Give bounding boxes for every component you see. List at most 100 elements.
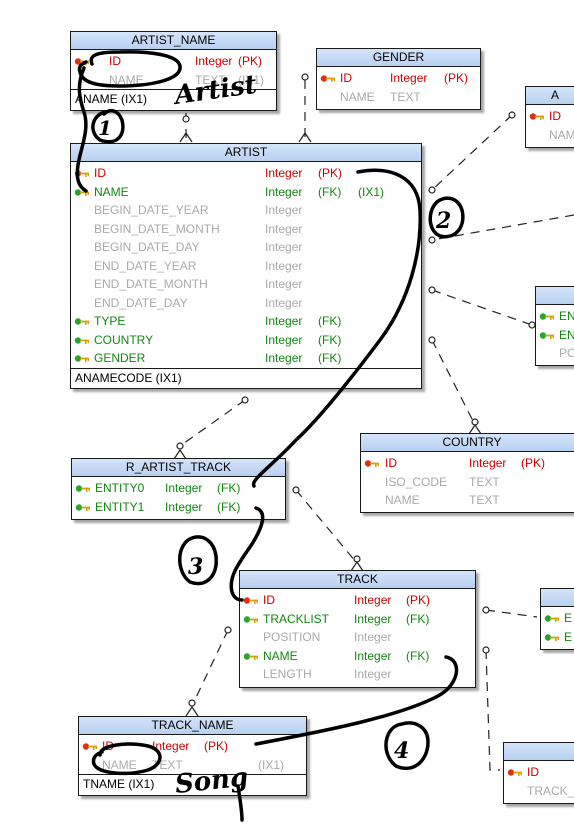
column-name: BEGIN_DATE_MONTH	[94, 221, 220, 236]
column-type: Integer	[165, 499, 203, 514]
column-key: (PK)	[318, 166, 342, 180]
column-row[interactable]: POSITION Integer	[240, 628, 475, 647]
column-type: Integer	[265, 295, 303, 310]
foreign-key-icon	[74, 318, 89, 325]
foreign-key-icon	[75, 503, 90, 511]
column-name: ID	[549, 109, 561, 123]
column-name: EN	[559, 327, 574, 342]
foreign-key-icon	[74, 336, 89, 344]
column-type: Integer	[265, 203, 303, 217]
column-row[interactable]: E	[541, 628, 574, 647]
table-index: ANAMECODE (IX1)	[71, 367, 421, 387]
foreign-key-icon	[539, 331, 554, 339]
column-key: (FK)	[217, 499, 241, 514]
column-type: Integer	[265, 332, 303, 347]
table-index: ANAME (IX1)	[71, 89, 276, 108]
column-key: (FK)	[217, 481, 241, 495]
column-type: Integer	[390, 71, 428, 85]
foreign-key-icon	[544, 615, 559, 622]
rel-rtrack-track	[295, 489, 357, 563]
column-row[interactable]: ID	[526, 107, 574, 126]
column-row[interactable]: ID	[504, 763, 574, 782]
column-row[interactable]: TRACK_	[504, 782, 574, 801]
column-list: EN EN PO	[536, 305, 574, 363]
column-name: NAME	[109, 72, 144, 87]
table-title: ARTIST_NAME	[71, 32, 276, 50]
column-name: POSITION	[263, 630, 321, 644]
table-title	[536, 287, 574, 305]
rel-track-trackname	[191, 629, 229, 707]
column-key: (PK)	[406, 593, 430, 607]
column-name: PO	[559, 346, 574, 360]
column-name: ID	[94, 166, 106, 180]
primary-key-icon	[529, 113, 544, 120]
rel-offpage-artist	[431, 214, 574, 241]
column-type: Integer	[265, 258, 303, 273]
column-type: TEXT	[195, 72, 226, 87]
column-index: (IX1)	[358, 184, 385, 199]
foreign-key-icon	[74, 355, 89, 362]
rel-track-tracklist	[485, 649, 500, 771]
column-type: TEXT	[152, 757, 183, 772]
column-type: Integer	[354, 630, 392, 644]
column-key: (PK)	[444, 71, 468, 85]
column-type: Integer	[354, 611, 392, 626]
column-type: Integer	[354, 593, 392, 607]
column-type: TEXT	[469, 474, 500, 489]
column-name: NAME	[94, 184, 129, 199]
column-row[interactable]: PO	[536, 344, 574, 363]
column-key: (PK)	[521, 456, 545, 470]
column-row[interactable]: E	[541, 609, 574, 628]
column-name: E	[564, 611, 573, 625]
column-row[interactable]: EN	[536, 326, 574, 345]
column-row[interactable]: EN	[536, 307, 574, 326]
column-key: (FK)	[406, 648, 430, 663]
column-name: TRACKLIST	[263, 611, 330, 626]
table-e-partial[interactable]: EN EN PO	[535, 286, 574, 366]
column-type: Integer	[265, 277, 303, 291]
table-title: TRACK_NAME	[79, 717, 306, 735]
column-row[interactable]: NAM	[526, 126, 574, 145]
column-name: EN	[559, 309, 574, 323]
